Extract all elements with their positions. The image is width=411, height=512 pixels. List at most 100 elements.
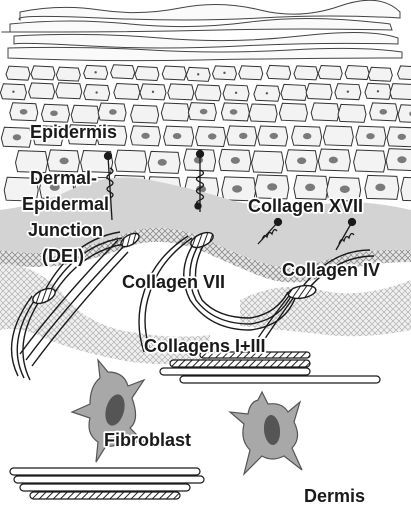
cell-granule	[151, 90, 155, 94]
cell-granule	[94, 71, 97, 74]
collagen-fiber	[13, 475, 205, 484]
cell-nucleus	[297, 157, 307, 165]
cell-nucleus	[239, 132, 248, 139]
keratinocyte-cell	[389, 83, 411, 100]
cell-nucleus	[230, 157, 240, 164]
keratinocyte-cell	[317, 64, 343, 81]
collagen-fiber	[29, 491, 181, 500]
label-collagen-iv: Collagen IV	[282, 260, 380, 280]
cell-nucleus	[397, 156, 407, 164]
collagen-vii-arc-left	[10, 231, 125, 381]
keratinocyte-cell	[70, 104, 100, 124]
keratinocyte-cell	[305, 82, 333, 100]
cell-nucleus	[208, 133, 217, 140]
cell-nucleus	[109, 109, 117, 115]
keratinocyte-cell	[337, 103, 367, 123]
keratinocyte-cell	[322, 125, 354, 147]
collagen-xvii-strand	[103, 151, 114, 221]
keratinocyte-cell	[397, 104, 411, 123]
keratinocyte-cell	[67, 124, 99, 146]
keratinocyte-cell	[238, 65, 264, 81]
collagen-fiber	[169, 359, 311, 368]
stratum-corneum	[1, 0, 403, 62]
cell-nucleus	[193, 156, 204, 164]
label-fibroblast: Fibroblast	[104, 430, 191, 450]
cell-granule	[265, 92, 269, 95]
keratinocyte-cell	[134, 65, 160, 82]
cell-nucleus	[232, 185, 243, 193]
cell-granule	[95, 91, 98, 94]
cell-nucleus	[366, 133, 375, 140]
cell-granule	[223, 71, 226, 75]
label-dej-line1: Dermal-	[30, 168, 97, 188]
collagen-fiber	[199, 351, 311, 359]
keratinocyte-cell	[266, 64, 292, 80]
collagen-xvii-strand	[257, 217, 283, 245]
keratinocyte-cell	[280, 83, 308, 101]
collagen-i-iii-fibers	[9, 351, 381, 500]
cell-nucleus	[59, 157, 69, 165]
cell-nucleus	[302, 133, 312, 140]
keratinocyte-cell	[55, 82, 83, 100]
keratinocyte-cell	[30, 65, 56, 81]
collagen-vii-arc-right	[253, 249, 375, 347]
collagen-fiber	[9, 467, 201, 476]
keratinocyte-cell	[310, 102, 340, 122]
cell-nucleus	[199, 108, 208, 115]
keratinocyte-cell	[32, 125, 64, 147]
keratinocyte-cell	[278, 102, 308, 122]
keratinocyte-cell	[396, 65, 411, 80]
cell-nucleus	[267, 183, 278, 191]
keratinocyte-cell	[161, 65, 187, 81]
cell-nucleus	[157, 158, 167, 166]
keratinocyte-cell	[130, 104, 160, 124]
cell-nucleus	[229, 109, 238, 115]
cell-nucleus	[269, 132, 279, 140]
cell-nucleus	[375, 183, 386, 192]
keratinocyte-cell	[3, 176, 39, 202]
keratinocyte-cell	[248, 103, 278, 123]
cell-nucleus	[12, 134, 22, 141]
keratinocyte-cell	[367, 66, 393, 82]
keratinocyte-cell	[96, 124, 128, 146]
label-collagens-i-iii: Collagens I+III	[144, 336, 266, 356]
cell-nucleus	[141, 132, 150, 139]
cell-nucleus	[397, 133, 406, 140]
collagen-fiber	[179, 375, 381, 384]
collagen-fiber	[159, 367, 311, 376]
keratinocyte-cell	[15, 150, 49, 174]
keratinocyte-cell	[55, 66, 81, 82]
fibroblast-cell	[228, 390, 303, 476]
keratinocyte-cell	[110, 64, 136, 80]
keratinocyte-cell	[353, 149, 387, 173]
collagen-vii-arc-lower-left	[19, 232, 140, 367]
collagen-fiber	[19, 483, 191, 492]
collagen-xvii-strand	[335, 217, 357, 251]
cell-granule	[234, 91, 238, 94]
cell-nucleus	[50, 110, 58, 117]
cell-granule	[12, 90, 15, 93]
collagen-xvii-strands	[103, 149, 357, 251]
keratinocyte-cell	[167, 83, 195, 101]
keratinocyte-cell	[114, 149, 148, 173]
label-dermis: Dermis	[304, 486, 365, 506]
cell-nucleus	[19, 108, 28, 115]
cell-nucleus	[379, 109, 388, 115]
label-epidermis: Epidermis	[30, 122, 117, 142]
label-dej-line3: Junction	[28, 220, 103, 240]
collagen-vii-fibrils	[10, 231, 375, 381]
keratinocyte-cell	[293, 65, 319, 81]
keratinocyte-cell	[251, 150, 285, 174]
cell-granule	[376, 90, 380, 93]
cell-granule	[346, 90, 350, 93]
cell-nucleus	[328, 156, 338, 164]
keratinocyte-layer	[0, 64, 411, 202]
keratinocyte-cell	[28, 82, 56, 100]
keratinocyte-cell	[113, 82, 141, 100]
label-collagen-vii: Collagen VII	[122, 272, 225, 292]
keratinocyte-cell	[160, 102, 190, 122]
keratinocyte-cell	[194, 84, 222, 102]
keratinocyte-cell	[344, 65, 370, 81]
